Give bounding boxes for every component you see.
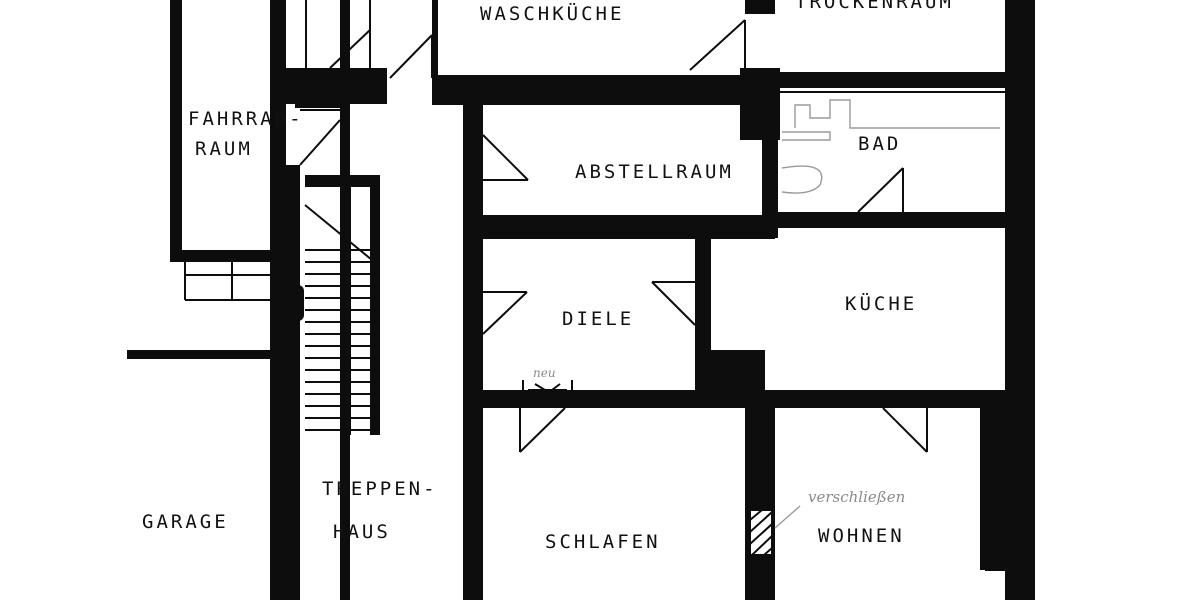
door-note-mark [522,380,573,402]
label-schlafen: SCHLAFEN [545,531,661,553]
door-note: neu [533,366,556,380]
diele-kueche-walls [470,235,1035,408]
diele-doors [482,281,696,335]
bottom-walls [745,400,1035,600]
label-bad: BAD [858,133,901,155]
bad-door [857,167,904,213]
label-treppenhaus-1: TREPPEN- [322,478,438,500]
label-waschkueche: WASCHKÜCHE [480,2,624,25]
label-trockenraum: TROCKENRAUM [795,0,954,13]
fahrradraum-walls [127,0,300,600]
note-pointer [774,505,801,529]
label-wohnen: WOHNEN [818,525,905,547]
label-garage: GARAGE [142,511,229,533]
hatched-wall-segment [749,509,773,556]
label-kueche: KÜCHE [845,292,917,315]
label-treppenhaus-2: HAUS [333,521,391,543]
waschkueche-doors [329,0,746,79]
top-walls [275,0,1035,600]
label-abstellraum: ABSTELLRAUM [575,161,734,183]
label-fahrradraum-1: FAHRRAD- [188,108,304,130]
middle-walls [463,88,1010,600]
label-diele: DIELE [562,308,634,330]
schlafen-door [519,407,566,453]
label-fahrradraum-2: RAUM [195,138,253,160]
wohnen-door [882,407,928,453]
stair-steps [304,185,373,435]
bad-fixtures-pencil [781,99,1000,194]
abstellraum-door [482,134,529,181]
staircase [276,0,380,600]
handwritten-note: verschließen [808,488,905,506]
